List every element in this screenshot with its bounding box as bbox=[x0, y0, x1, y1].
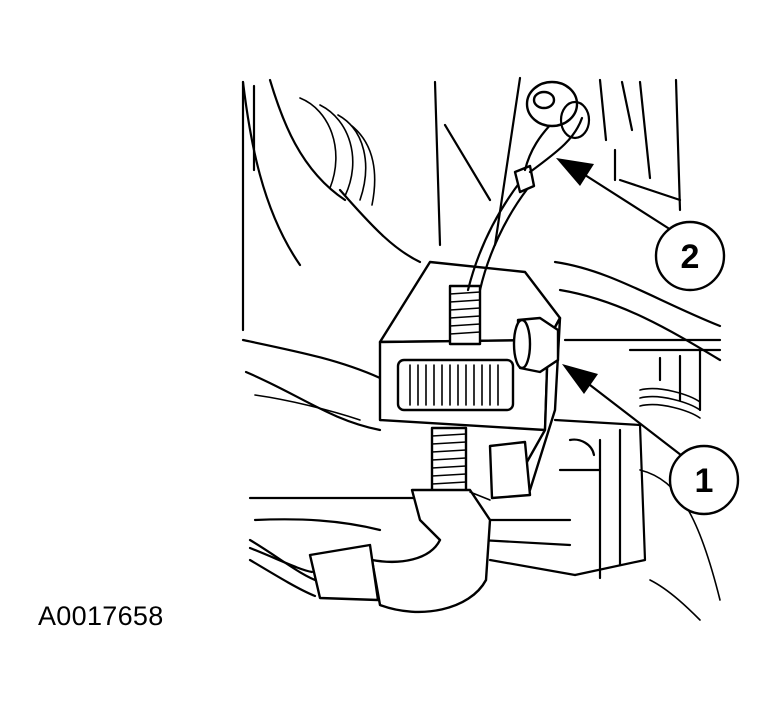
figure-id-label: A0017658 bbox=[38, 601, 164, 631]
cable-assembly bbox=[248, 488, 492, 614]
background-linework bbox=[241, 76, 722, 621]
callout-2-arrowhead bbox=[556, 158, 594, 186]
puller-tool bbox=[378, 260, 562, 500]
callout-1-number: 1 bbox=[695, 462, 714, 500]
threaded-rod-upper bbox=[448, 284, 482, 346]
knurled-wheel bbox=[396, 358, 515, 412]
callout-1: 1 bbox=[562, 364, 740, 516]
callout-2-number: 2 bbox=[681, 238, 700, 276]
callout-2: 2 bbox=[556, 158, 726, 292]
cable-loop bbox=[466, 80, 591, 292]
threaded-rod-lower bbox=[430, 426, 468, 496]
hex-bolt bbox=[512, 316, 560, 374]
callout-1-arrowhead bbox=[562, 364, 598, 394]
